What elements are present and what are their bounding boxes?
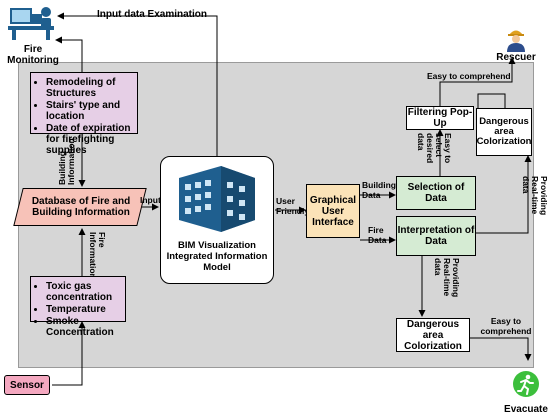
filtering-node: Filtering Pop-Up: [406, 106, 474, 130]
fire-info-box: Toxic gas concentration Temperature Smok…: [30, 276, 126, 338]
easy-to-comprehend-bottom-label: Easy to comprehend: [480, 316, 532, 336]
rescuer-label: Rescuer: [496, 52, 536, 63]
evacuate-label: Evacuate: [504, 404, 548, 415]
building-information-label: Building Information: [57, 138, 76, 185]
selection-node: Selection of Data: [396, 176, 476, 210]
easy-to-comprehend-top-label: Easy to comprehend: [427, 71, 511, 81]
bim-model-label: BIM Visualization Integrated Information…: [166, 240, 268, 273]
evacuate-runner-icon: [513, 371, 539, 397]
building-icon: [179, 166, 255, 232]
gui-node: Graphical User Interface: [306, 184, 360, 238]
rescuer-icon: [507, 30, 525, 52]
building-info-box: Remodeling of Structures Stairs' type an…: [30, 72, 138, 156]
monitoring-desk-icon: [8, 7, 54, 40]
fire-monitoring-label: Fire Monitoring: [7, 44, 59, 66]
user-friendly-label: User Friendly: [276, 196, 310, 216]
database-node: Database of Fire and Building Informatio…: [31, 196, 131, 218]
input-data-examination-label: Input data Examination: [97, 9, 208, 20]
providing-realtime-right-label: Providing Real-time data: [521, 176, 549, 216]
dangerous-area-right-node: Dangerous area Colorization: [476, 108, 532, 156]
easy-to-select-label: Easy to select desired data: [416, 133, 453, 164]
providing-realtime-mid-label: Providing Real-time data: [433, 258, 461, 298]
fire-information-label: Fire Information: [88, 232, 107, 279]
building-item: Remodeling of Structures: [46, 77, 133, 99]
input-label: Input: [140, 195, 161, 205]
fire-item: Smoke Concentration: [46, 316, 121, 338]
fire-item: Toxic gas concentration: [46, 281, 121, 303]
fire-item: Temperature: [46, 304, 121, 315]
dangerous-area-bottom-node: Dangerous area Colorization: [396, 318, 470, 352]
building-item: Date of expiration for firefighting supp…: [46, 123, 133, 156]
building-item: Stairs' type and location: [46, 100, 133, 122]
fire-data-label: Fire Data: [368, 225, 387, 245]
interpretation-node: Interpretation of Data: [396, 216, 476, 256]
building-data-label: Building Data: [362, 180, 396, 200]
sensor-node: Sensor: [4, 375, 50, 395]
